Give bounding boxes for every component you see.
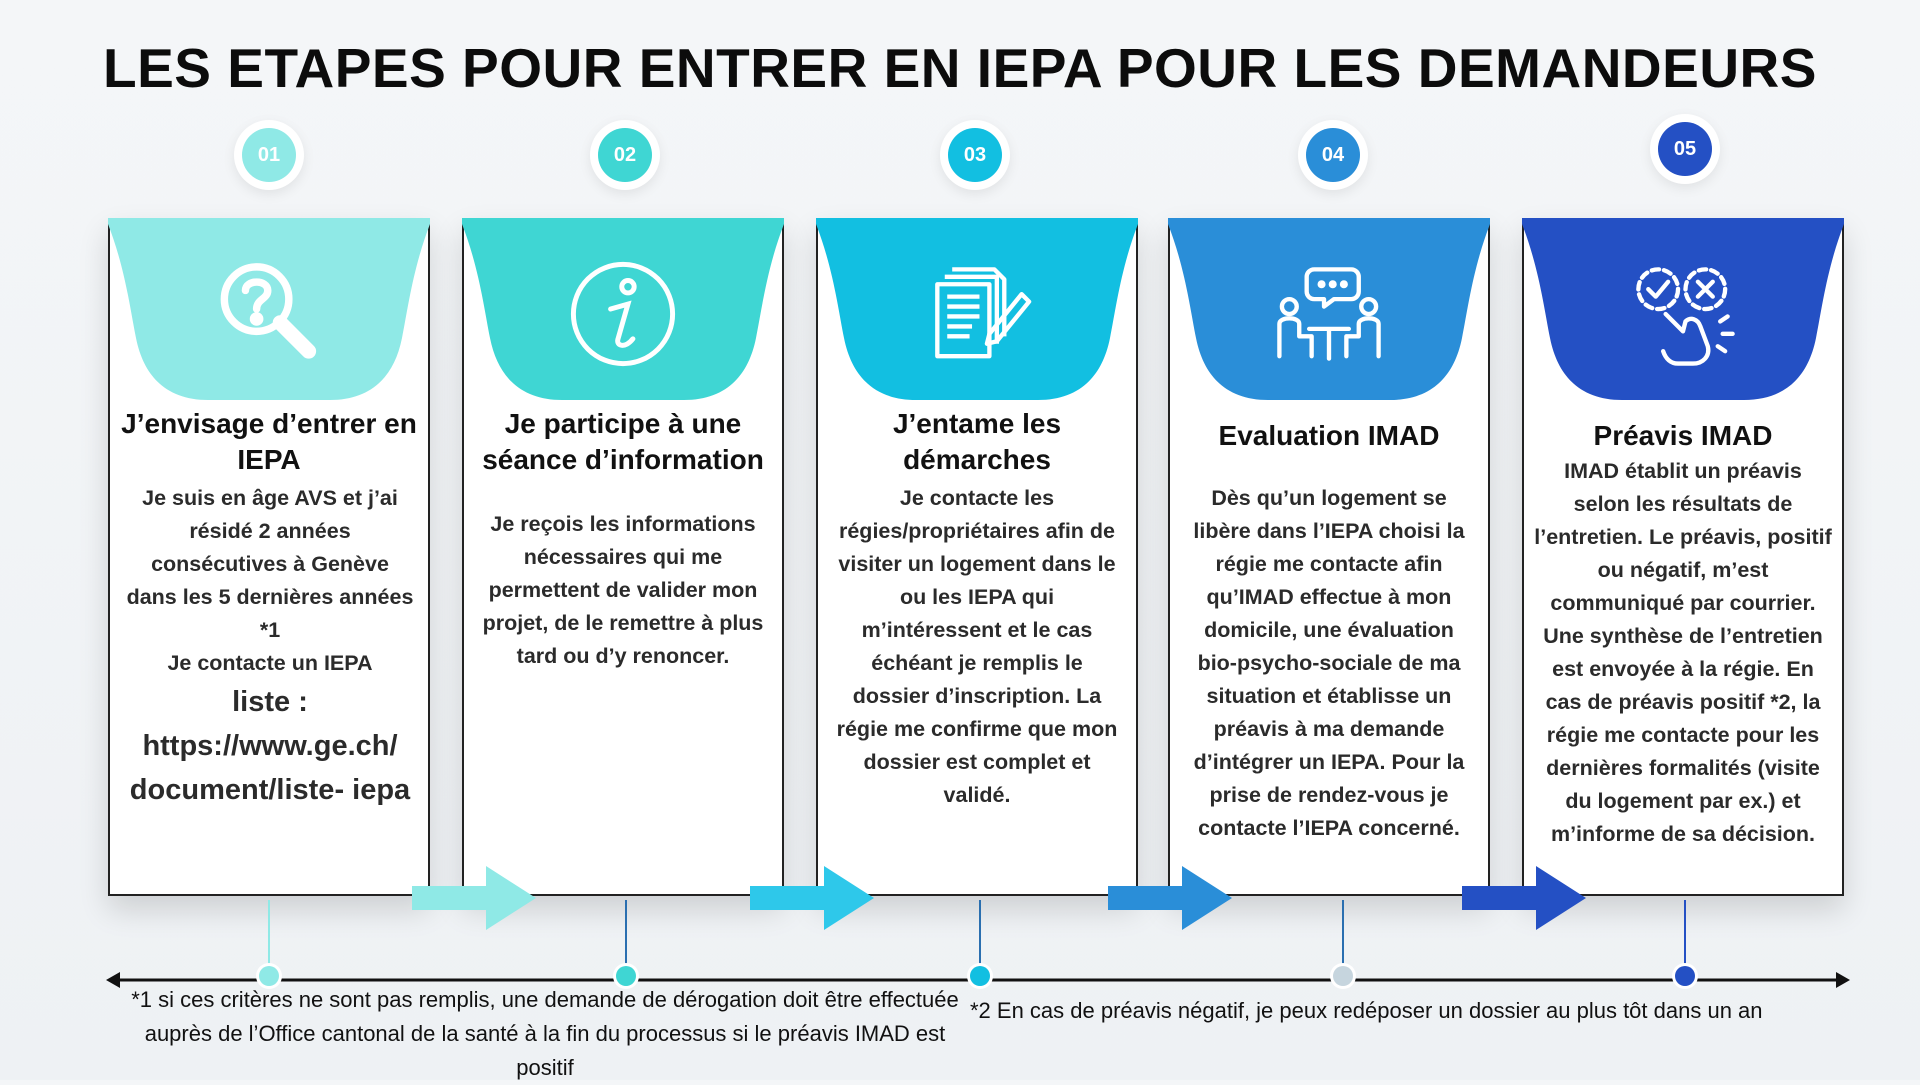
connector-03 (979, 900, 981, 972)
step-badge-03: 03 (948, 128, 1002, 182)
timeline-dot-05 (1675, 966, 1695, 986)
connector-01 (268, 900, 270, 972)
meeting-icon (1267, 252, 1391, 376)
step-title-01: J’envisage d’entrer en IEPA (121, 408, 417, 475)
iepa-list-link[interactable]: liste : https://www.ge.ch/ document/list… (129, 686, 411, 806)
step-body-01-text: Je suis en âge AVS et j’ai résidé 2 anné… (126, 486, 414, 642)
step-badge-01: 01 (242, 128, 296, 182)
step-cap-02 (462, 218, 784, 400)
connector-02 (625, 900, 627, 972)
arrow-3-4 (1108, 866, 1232, 930)
step-title-02: Je participe à une séance d’information (482, 408, 764, 475)
footnote-1: *1 si ces critères ne sont pas remplis, … (131, 987, 959, 1080)
step-cap-05 (1522, 218, 1844, 400)
page-title: LES ETAPES POUR ENTRER EN IEPA POUR LES … (103, 37, 1817, 99)
arrow-1-2 (412, 866, 536, 930)
step-body-02: Je reçois les informations nécessaires q… (482, 512, 764, 668)
timeline-dot-02 (616, 966, 636, 986)
connector-05 (1684, 900, 1686, 972)
step-cap-04 (1168, 218, 1490, 400)
step-cap-03 (816, 218, 1138, 400)
step-body-01-contact: Je contacte un IEPA (167, 651, 373, 675)
step-title-03: J’entame les démarches (892, 408, 1062, 475)
step-badge-05: 05 (1658, 122, 1712, 176)
step-body-05: IMAD établit un préavis selon les résult… (1534, 459, 1832, 846)
timeline-dot-03 (970, 966, 990, 986)
document-pen-icon (915, 252, 1039, 376)
step-title-04: Evaluation IMAD (1218, 420, 1440, 451)
info-icon (561, 252, 685, 376)
check-cross-choice-icon (1621, 252, 1745, 376)
step-cap-01 (108, 218, 430, 400)
arrow-4-5 (1462, 866, 1586, 930)
timeline-dot-01 (259, 966, 279, 986)
step-body-04: Dès qu’un logement se libère dans l’IEPA… (1193, 486, 1465, 840)
arrow-2-3 (750, 866, 874, 930)
timeline-dot-04 (1333, 966, 1353, 986)
step-badge-02: 02 (598, 128, 652, 182)
footnote-2: *2 En cas de préavis négatif, je peux re… (970, 998, 1763, 1023)
step-body-01: Je suis en âge AVS et j’ai résidé 2 anné… (124, 482, 416, 812)
step-title-05: Préavis IMAD (1593, 420, 1773, 451)
step-badge-04: 04 (1306, 128, 1360, 182)
step-body-03: Je contacte les régies/propriétaires afi… (836, 486, 1118, 807)
magnifier-question-icon (207, 252, 331, 376)
connector-04 (1342, 900, 1344, 972)
